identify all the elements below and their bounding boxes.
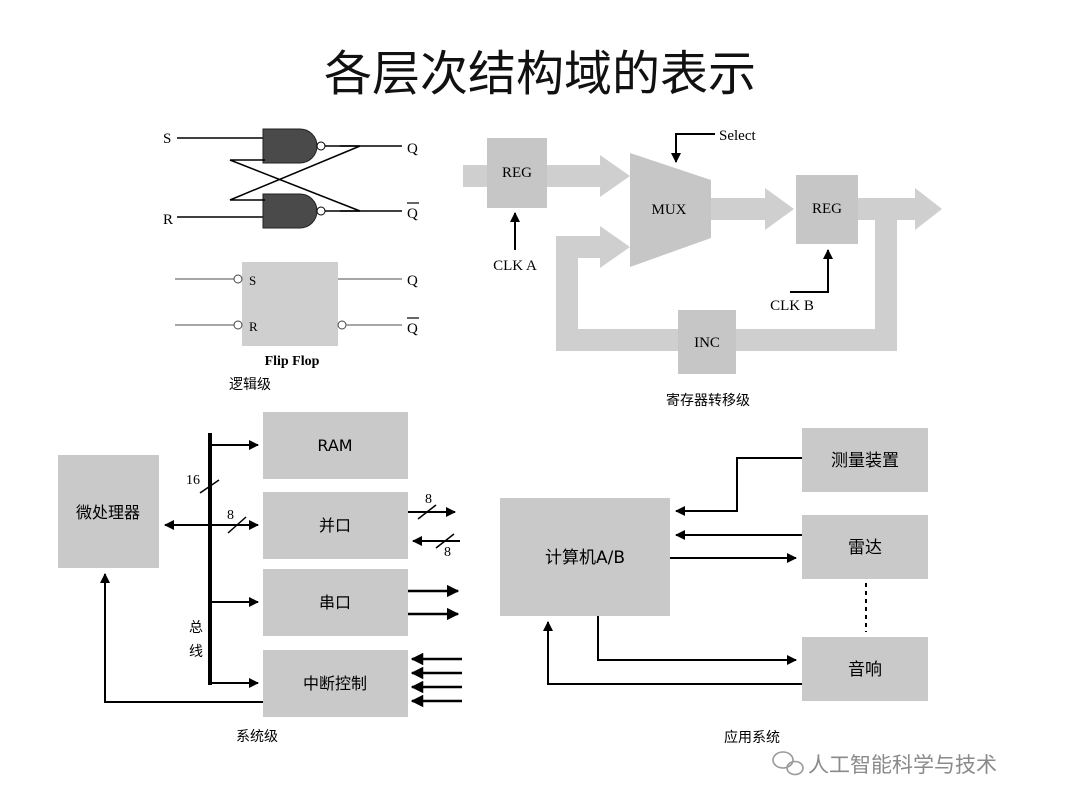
measure-device-block [802,428,928,492]
flow-input-arrow [463,165,489,187]
select-arrow [671,133,715,163]
output-q-label: Q [407,141,418,157]
rtl-inc-label: INC [694,335,720,351]
nand-bubble-top [316,141,326,151]
bus-label-2: 线 [189,644,203,660]
input-r-label: R [163,212,173,228]
interrupt-control-label: 中断控制 [303,674,367,693]
clk-a-label: CLK A [493,258,537,274]
rtl-reg2-block [796,175,858,244]
measure-to-computer [675,457,802,516]
output-qbar-label: Q [407,206,418,222]
watermark: 人工智能科学与技术 [772,751,997,777]
page-title: 各层次结构域的表示 [324,46,756,102]
application-system-caption: 应用系统 [724,729,780,746]
bus-label-1: 总 [189,620,203,636]
audio-block [802,637,928,701]
ff-input-s-label: S [249,273,256,288]
feedback-wire-2 [229,159,361,212]
rtl-reg2-label: REG [812,201,842,217]
bus-width-slash-16 [199,479,220,494]
computer-block [500,498,670,616]
measure-device-label: 测量装置 [831,451,899,471]
rtl-level-panel: REG MUX REG INC Select CLK A CLK B 寄存器转移… [463,128,942,409]
system-level-caption: 系统级 [236,729,278,745]
parallel-port-block [263,492,408,559]
system-level-panel: 微处理器 16 8 总 线 RAM 并口 串口 中断控制 8 8 [58,412,462,745]
flow-reg-to-mux [546,155,630,197]
computer-label: 计算机A/B [545,548,625,568]
flow-mux-to-reg [710,188,794,230]
bus-width-slash-8 [227,516,247,534]
nand-bubble-bottom [316,206,326,216]
radar-label: 雷达 [848,538,882,558]
cpu-label: 微处理器 [76,503,140,522]
feedback-wire-1 [229,145,361,201]
rtl-mux-block [630,153,711,267]
logic-level-caption: 逻辑级 [229,377,271,393]
interrupt-to-cpu [100,573,265,703]
rtl-level-caption: 寄存器转移级 [666,392,750,409]
input-s-label: S [163,131,171,147]
parallel-in-slash [435,533,455,549]
rtl-reg1-block [487,138,547,208]
cpu-block [58,455,159,568]
select-label: Select [719,128,756,144]
serial-port-label: 串口 [319,593,351,612]
serial-port-block [263,569,408,636]
radar-block [802,515,928,579]
logic-level-panel: S R Q Q S R Q Q Flip Flop 逻辑级 [163,128,419,393]
clk-b-arrow [790,249,833,293]
ram-label: RAM [317,436,352,455]
nand-gate-top [262,128,318,164]
application-system-panel: 计算机A/B 测量装置 雷达 音响 应用系统 [500,428,928,746]
interrupt-control-block [263,650,408,717]
ram-block [263,412,408,479]
computer-to-audio [597,616,797,665]
ff-output-q-label: Q [407,273,418,289]
clk-b-label: CLK B [770,298,814,314]
bus-width-8-label: 8 [227,508,234,523]
flip-flop-block [242,262,338,346]
audio-to-computer [543,621,802,685]
bus-width-16-label: 16 [186,473,200,488]
parallel-in-width: 8 [444,545,451,560]
flow-feedback-loop [556,220,897,351]
flow-output-arrow [858,188,942,230]
nand-gate-bottom [262,193,318,229]
rtl-mux-label: MUX [651,202,686,218]
flip-flop-label: Flip Flop [265,354,320,369]
parallel-port-label: 并口 [319,516,351,535]
rtl-inc-block [678,310,736,374]
ff-bubble-r [233,320,243,330]
rtl-reg1-label: REG [502,165,532,181]
watermark-text: 人工智能科学与技术 [808,753,997,777]
wechat-icon [772,751,804,776]
ff-output-qbar-label: Q [407,321,418,337]
ff-bubble-qbar [337,320,347,330]
ff-bubble-s [233,274,243,284]
ff-input-r-label: R [249,319,258,334]
parallel-out-width: 8 [425,492,432,507]
audio-label: 音响 [848,660,882,680]
parallel-out-slash [417,504,437,520]
